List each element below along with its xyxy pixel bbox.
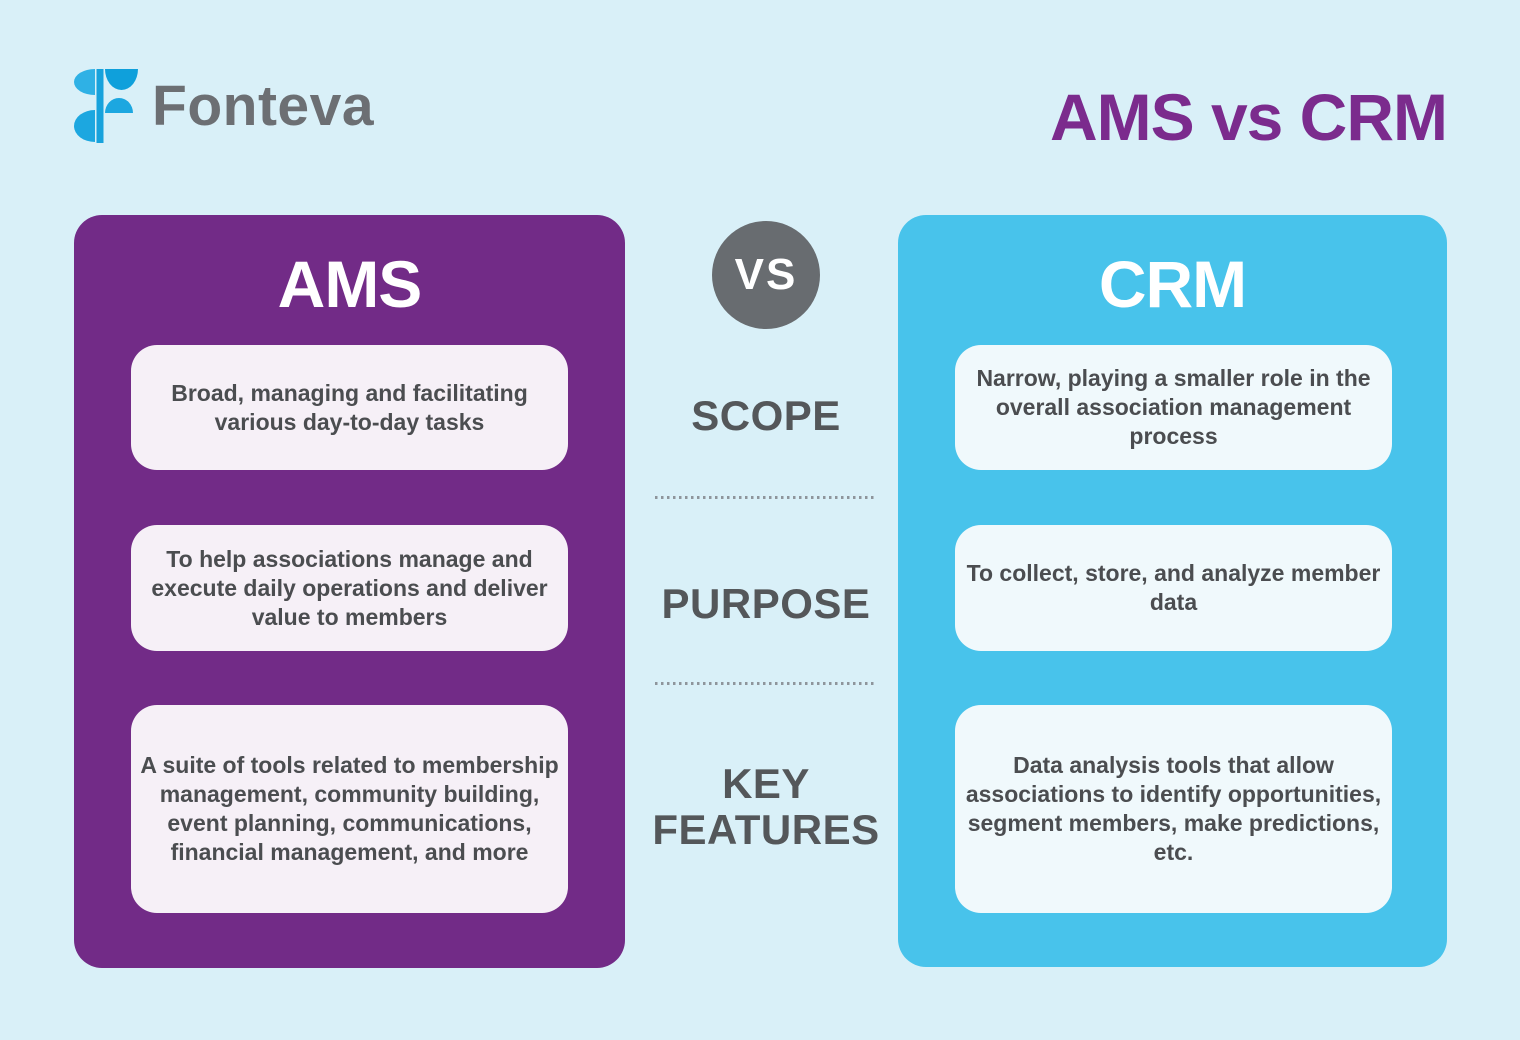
vs-badge: VS [712,221,820,329]
row-divider-2 [655,682,877,685]
ams-card: AMS Broad, managing and facilitating var… [74,215,625,968]
page-title: AMS vs CRM [1049,80,1448,154]
fonteva-wordmark: Fonteva [152,73,375,138]
fonteva-logo: Fonteva [74,68,374,144]
crm-card: CRM Narrow, playing a smaller role in th… [898,215,1447,967]
crm-scope-cell: Narrow, playing a smaller role in the ov… [955,345,1392,470]
crm-features-cell: Data analysis tools that allow associati… [955,705,1392,913]
ams-scope-text: Broad, managing and facilitating various… [171,379,528,435]
row-label-key-features: KEY FEATURES [652,760,880,853]
crm-card-title: CRM [1098,247,1247,321]
ams-purpose-cell: To help associations manage and execute … [131,525,568,651]
ams-card-title: AMS [277,247,423,321]
crm-features-text: Data analysis tools that allow associati… [965,752,1382,865]
ams-features-cell: A suite of tools related to membership m… [131,705,568,913]
ams-purpose-text: To help associations manage and execute … [151,545,548,630]
ams-features-text: A suite of tools related to membership m… [140,752,559,865]
comparison-axis: VS SCOPE PURPOSE KEY FEATURES [633,215,899,968]
row-label-scope: SCOPE [691,392,841,439]
crm-scope-text: Narrow, playing a smaller role in the ov… [976,365,1371,449]
crm-purpose-cell: To collect, store, and analyze member da… [955,525,1392,651]
row-label-purpose: PURPOSE [661,580,871,627]
ams-scope-cell: Broad, managing and facilitating various… [131,345,568,470]
vs-badge-label: VS [734,250,798,299]
fonteva-logo-icon [74,69,138,143]
crm-purpose-text: To collect, store, and analyze member da… [966,560,1381,615]
row-divider-1 [655,496,877,499]
